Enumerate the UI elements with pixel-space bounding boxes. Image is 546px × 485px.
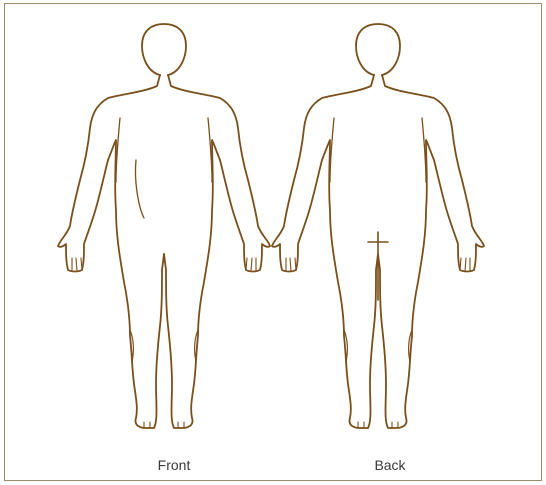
back-label: Back — [374, 457, 405, 473]
front-label: Front — [158, 457, 191, 473]
back-figure — [272, 24, 484, 428]
front-figure — [58, 24, 270, 428]
